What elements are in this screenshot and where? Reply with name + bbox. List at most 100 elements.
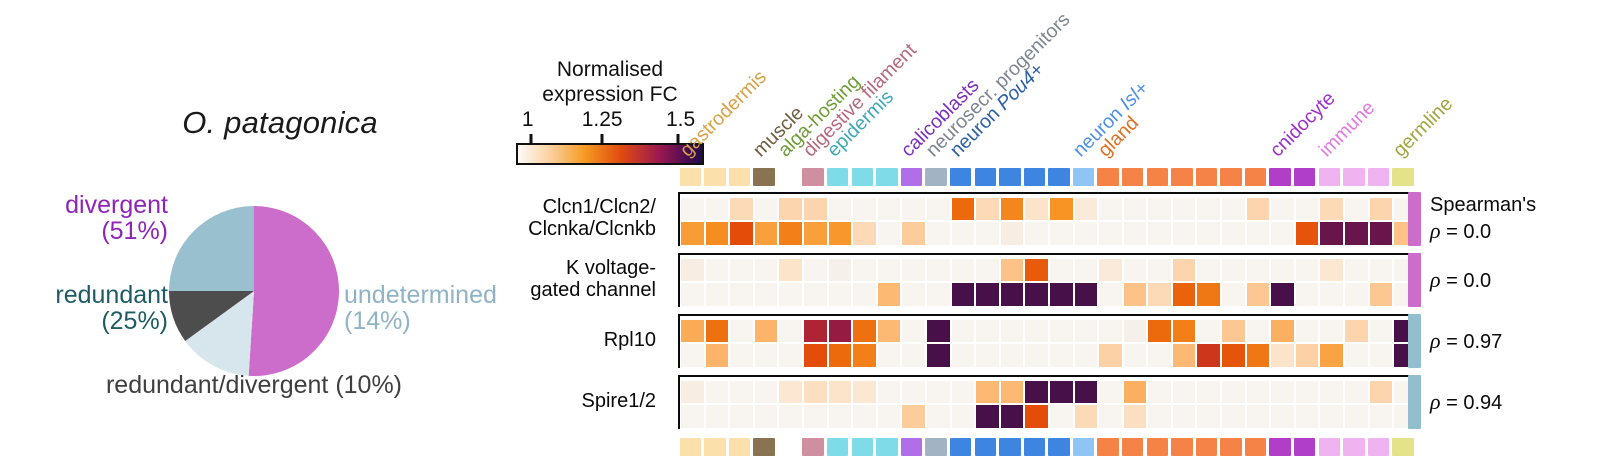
heatmap-cell	[1270, 196, 1295, 221]
spearman-color-bar	[1408, 253, 1421, 307]
heatmap-cell	[1196, 404, 1222, 429]
heatmap-cell	[1245, 404, 1271, 429]
heatmap-cell	[1221, 196, 1246, 221]
heatmap-cell	[1024, 257, 1049, 282]
heatmap-cell	[925, 343, 951, 368]
heatmap-cell	[802, 404, 828, 429]
heatmap-cell	[1245, 318, 1271, 343]
column-annotation-cell	[1269, 168, 1291, 186]
heatmap-cell	[1221, 318, 1246, 343]
column-annotation-cell	[1269, 438, 1291, 456]
column-annotation-bar-top	[678, 168, 1416, 186]
heatmap-cell	[925, 404, 951, 429]
heatmap-cell	[1221, 343, 1246, 368]
heatmap-cell	[1368, 318, 1394, 343]
heatmap-cell	[852, 379, 877, 404]
colorbar-gradient	[516, 143, 704, 165]
heatmap-cell	[778, 318, 803, 343]
gene-row-label: Clcn1/Clcn2/ Clcnka/Clcnkb	[528, 196, 656, 240]
column-annotation-cell	[851, 438, 874, 456]
heatmap-block	[678, 314, 1418, 368]
column-annotation-cell	[802, 168, 824, 186]
colorbar-tick-label: 1.25	[581, 108, 623, 131]
heatmap-cell	[876, 343, 902, 368]
heatmap-cell	[1171, 318, 1197, 343]
column-annotation-cell	[1343, 168, 1365, 186]
column-annotation-cell	[876, 438, 898, 456]
heatmap-row	[680, 318, 1418, 343]
heatmap-cell	[1270, 343, 1295, 368]
column-annotation-cell	[1072, 168, 1095, 186]
column-annotation-cell	[1171, 168, 1193, 186]
gene-row-label: Rpl10	[603, 329, 656, 351]
colorbar-title: Normalised expression FC	[542, 58, 678, 106]
colorbar-tick-mark	[529, 134, 533, 143]
heatmap-cell	[925, 257, 951, 282]
heatmap-cell	[1344, 343, 1369, 368]
column-annotation-cell	[1318, 438, 1341, 456]
column-annotation-cell	[949, 168, 972, 186]
heatmap-cell	[1024, 282, 1049, 307]
heatmap-cell	[950, 196, 976, 221]
spearman-annotation: ρ = 0.97	[1430, 328, 1502, 355]
pie-slice	[185, 291, 254, 376]
heatmap-cell	[1147, 318, 1172, 343]
heatmap-cell	[1171, 196, 1197, 221]
column-annotation-cell	[827, 168, 849, 186]
column-annotation-cell	[1220, 168, 1242, 186]
heatmap-cell	[901, 318, 926, 343]
heatmap-cell	[680, 257, 705, 282]
column-annotation-cell	[900, 438, 923, 456]
heatmap-cell	[1344, 379, 1369, 404]
heatmap-cell	[1319, 282, 1345, 307]
pie-label-undetermined: undetermined (14%)	[344, 281, 497, 335]
heatmap-cell	[1048, 282, 1074, 307]
heatmap-cell	[975, 221, 1000, 246]
heatmap-cell	[901, 343, 926, 368]
heatmap-cell	[901, 196, 926, 221]
spearman-rho-value: ρ = 0.94	[1430, 389, 1503, 414]
heatmap-cell	[1368, 379, 1394, 404]
heatmap-block	[678, 192, 1418, 246]
heatmap-cell	[704, 282, 730, 307]
column-annotation-cell	[728, 438, 751, 456]
pie-chart	[168, 205, 340, 377]
heatmap-cell	[901, 282, 926, 307]
column-annotation-cell	[753, 438, 775, 456]
heatmap-cell	[1024, 343, 1049, 368]
column-annotation-cell	[1220, 438, 1242, 456]
heatmap-cell	[1098, 221, 1123, 246]
heatmap-cell	[1196, 196, 1222, 221]
gene-row-label: K voltage- gated channel	[530, 257, 656, 301]
heatmap-cell	[1344, 196, 1369, 221]
column-annotation-cell	[827, 438, 849, 456]
heatmap-cell	[729, 318, 754, 343]
heatmap-cell	[901, 404, 926, 429]
heatmap-cell	[778, 404, 803, 429]
heatmap-cell	[950, 221, 976, 246]
heatmap-cell	[802, 257, 828, 282]
column-annotation-cell	[753, 168, 775, 186]
heatmap-cell	[975, 379, 1000, 404]
heatmap-cell	[704, 318, 730, 343]
heatmap-cell	[1221, 221, 1246, 246]
column-annotation-cell	[999, 168, 1021, 186]
heatmap-cell	[950, 343, 976, 368]
heatmap-cell	[852, 221, 877, 246]
heatmap-cell	[925, 196, 951, 221]
column-annotation-cell	[925, 168, 947, 186]
heatmap-cell	[1073, 257, 1099, 282]
column-annotation-cell	[679, 168, 701, 186]
heatmap-cell	[1221, 282, 1246, 307]
column-annotation-cell	[1244, 168, 1267, 186]
colorbar-ticks	[512, 134, 708, 143]
heatmap-cell	[852, 257, 877, 282]
heatmap-cell	[1171, 221, 1197, 246]
heatmap-cell	[1122, 257, 1148, 282]
heatmap-cell	[1171, 404, 1197, 429]
column-annotation-cell	[1392, 438, 1414, 456]
heatmap-cell	[876, 404, 902, 429]
heatmap-cell	[1073, 343, 1099, 368]
heatmap-cell	[1147, 196, 1172, 221]
heatmap-cell	[1122, 196, 1148, 221]
